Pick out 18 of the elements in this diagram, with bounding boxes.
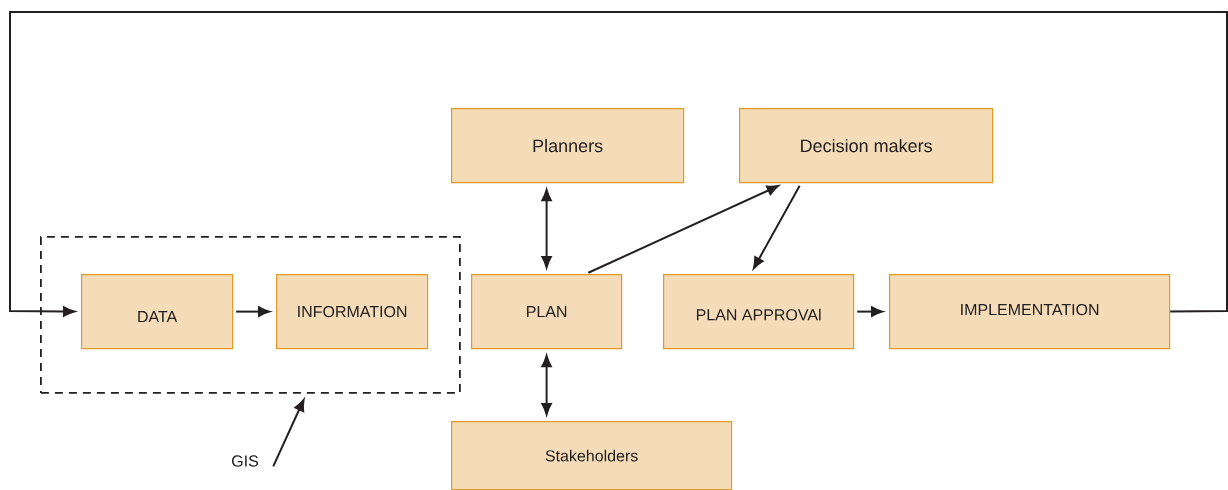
process-box: IMPLEMENTATION bbox=[889, 274, 1171, 350]
process-box: Decision makers bbox=[739, 108, 994, 184]
process-box: DATA bbox=[81, 274, 234, 350]
arrow bbox=[541, 189, 552, 269]
arrow bbox=[856, 306, 884, 317]
arrow bbox=[9, 11, 1228, 317]
arrow bbox=[272, 399, 305, 468]
process-box: INFORMATION bbox=[276, 274, 429, 350]
process-box: Stakeholders bbox=[451, 421, 733, 490]
arrow bbox=[235, 306, 271, 317]
dashed-group-box bbox=[40, 236, 461, 394]
arrow bbox=[752, 184, 801, 269]
process-box: Planners bbox=[451, 108, 685, 184]
arrow bbox=[587, 185, 779, 274]
process-box: PLAN bbox=[471, 274, 623, 350]
arrow bbox=[541, 355, 552, 416]
label-text: GIS bbox=[232, 455, 259, 467]
process-box: PLAN APPROVAl bbox=[663, 274, 855, 350]
